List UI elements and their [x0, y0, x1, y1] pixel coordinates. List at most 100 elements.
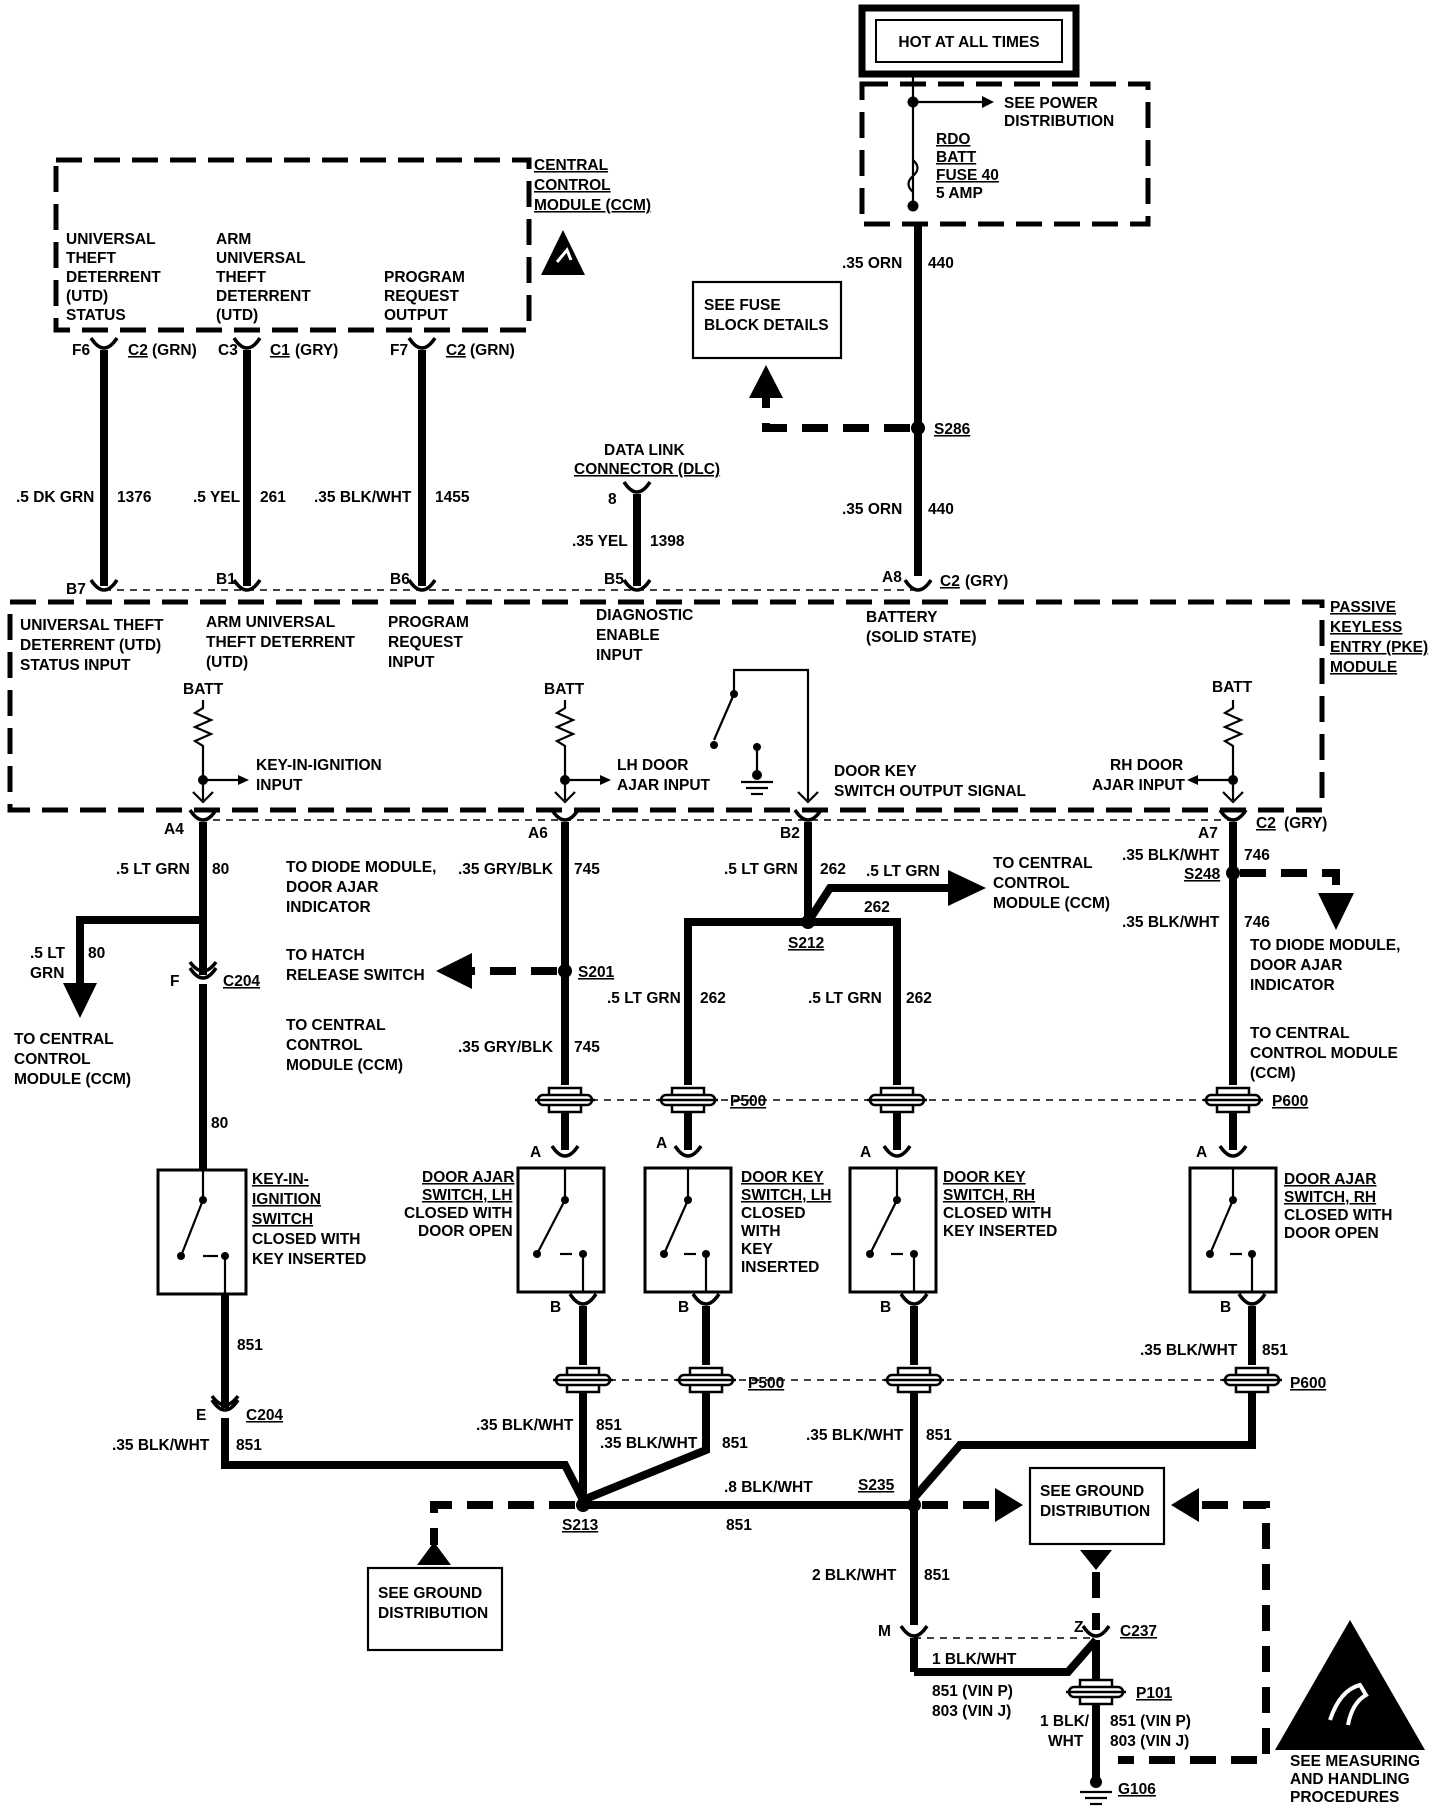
label-lower-rdiode-2: DOOR AJAR: [1250, 957, 1342, 974]
label-lower-w745-label: .35 GRY/BLK: [458, 861, 554, 878]
label-lower-f: F: [170, 973, 179, 990]
label-lower-bw2g-num: 851: [924, 1567, 950, 1584]
label-pke-batt: BATT: [183, 681, 224, 698]
label-lower-bw3-label: .35 BLK/WHT: [600, 1435, 698, 1452]
label-lower-p500: P500: [730, 1093, 766, 1110]
label-ccm-c3-l1: PROGRAM: [384, 269, 465, 286]
label-lower-rccm-2: CONTROL MODULE: [1250, 1045, 1398, 1062]
label-wires-s286: S286: [934, 421, 971, 438]
pke-module-box: [7, 599, 1325, 813]
label-lower-w80-label: .5 LT GRN: [116, 861, 190, 878]
label-lower-w262c-num: 262: [700, 990, 726, 1007]
label-pke-batt: BATT: [544, 681, 585, 698]
label-lower-w262b-label: .5 LT GRN: [866, 863, 940, 880]
label-wires-fuse-block-1: SEE FUSE: [704, 297, 781, 314]
label-pke-title-4: MODULE: [1330, 659, 1397, 676]
label-pke-conn-a8: C2: [940, 573, 960, 590]
label-ccm-conn-f7: C2: [446, 342, 466, 359]
label-pke-pin-a4: A4: [164, 821, 184, 838]
label-pke-batt: BATT: [1212, 679, 1253, 696]
label-pke-in5-l1: BATTERY: [866, 609, 938, 626]
label-lower-w262-label: .5 LT GRN: [724, 861, 798, 878]
label-lower-sw2-4: DOOR OPEN: [418, 1223, 513, 1240]
label-lower-w80-num: 80: [212, 861, 229, 878]
label-lower-sw3-5: KEY: [741, 1241, 774, 1258]
label-pke-pin-a8: A8: [882, 569, 902, 586]
label-power-fuse-3: FUSE 40: [936, 167, 999, 184]
wire-to-fuse-block: [762, 395, 910, 432]
label-lower-sw2-1: DOOR AJAR: [422, 1169, 514, 1186]
label-ccm-c3-l2: REQUEST: [384, 288, 459, 305]
label-pke-pin-b7: B7: [66, 581, 86, 598]
label-lower-to-ccm-3: MODULE (CCM): [14, 1071, 131, 1088]
label-pke-kii-2: INPUT: [256, 777, 303, 794]
label-lower-bw1b-2: WHT: [1048, 1733, 1084, 1750]
label-lower-sw1-4: CLOSED WITH: [252, 1231, 361, 1248]
label-lower-sw2-2: SWITCH, LH: [422, 1187, 512, 1204]
label-lower-pa: A: [1196, 1144, 1207, 1161]
label-pke-in3-l2: REQUEST: [388, 634, 463, 651]
label-lower-w746-label: .35 BLK/WHT: [1122, 847, 1220, 864]
label-pke-rh-2: AJAR INPUT: [1092, 777, 1186, 794]
label-pke-pin-b5: B5: [604, 571, 624, 588]
label-pke-title-3: ENTRY (PKE): [1330, 639, 1428, 656]
label-lower-meas-1: SEE MEASURING: [1290, 1753, 1420, 1770]
label-pke-pin-b1: B1: [216, 571, 236, 588]
label-power-see-power-1: SEE POWER: [1004, 95, 1098, 112]
label-lower-bw5-num: 851: [926, 1427, 952, 1444]
label-ccm-pin-f6: F6: [72, 342, 90, 359]
splice-s201: [558, 964, 572, 978]
label-pke-pin-a7: A7: [1198, 825, 1218, 842]
ground-distribution-box-left: [366, 1566, 504, 1652]
door-ajar-switch-lh: [516, 1166, 606, 1294]
label-power-fuse-1: RDO: [936, 131, 970, 148]
label-lower-w746-num: 746: [1244, 847, 1270, 864]
label-lower-w80b-num: 80: [88, 945, 105, 962]
label-lower-w851: 851: [237, 1337, 263, 1354]
label-lower-pa: A: [656, 1135, 667, 1152]
label-pke-in4-l3: INPUT: [596, 647, 643, 664]
label-lower-w746b-num: 746: [1244, 914, 1270, 931]
label-lower-w745b-label: .35 GRY/BLK: [458, 1039, 554, 1056]
door-key-switch-lh: [643, 1166, 733, 1294]
pke-internal-switch: [712, 693, 736, 741]
label-lower-to-ccm-1: TO CENTRAL: [14, 1031, 114, 1048]
label-lower-w262d-label: .5 LT GRN: [808, 990, 882, 1007]
label-pke-dk-2: SWITCH OUTPUT SIGNAL: [834, 783, 1026, 800]
label-lower-sw3-1: DOOR KEY: [741, 1169, 824, 1186]
label-pke-rh-1: RH DOOR: [1110, 757, 1183, 774]
ccm-box: [53, 157, 532, 333]
label-lower-sw3-4: WITH: [741, 1223, 781, 1240]
label-lower-sw5-4: DOOR OPEN: [1284, 1225, 1379, 1242]
label-lower-sw5-3: CLOSED WITH: [1284, 1207, 1393, 1224]
label-lower-c204: C204: [223, 973, 260, 990]
label-lower-pa: A: [530, 1144, 541, 1161]
label-pke-kii-1: KEY-IN-IGNITION: [256, 757, 382, 774]
label-lower-z: Z: [1074, 1619, 1084, 1636]
label-lower-g106: G106: [1118, 1781, 1156, 1798]
label-lower-bw2g-label: 2 BLK/WHT: [812, 1567, 897, 1584]
label-lower-sw1-1: KEY-IN-: [252, 1171, 309, 1188]
label-dlc-t1: DATA LINK: [604, 442, 685, 459]
label-wires-w261-label: .5 YEL: [193, 489, 240, 506]
label-dlc-t2: CONNECTOR (DLC): [574, 461, 720, 478]
label-pke-lh-2: AJAR INPUT: [617, 777, 711, 794]
label-lower-s212: S212: [788, 935, 824, 952]
label-pke-lh-1: LH DOOR: [617, 757, 688, 774]
label-ccm-conn-c3: C1: [270, 342, 290, 359]
label-ccm-c3-l3: OUTPUT: [384, 307, 448, 324]
label-lower-s201: S201: [578, 964, 615, 981]
label-lower-mid-ccm-2: CONTROL: [286, 1037, 363, 1054]
label-ccm-c2-l3: THEFT: [216, 269, 266, 286]
label-ccm-conn-f6: C2: [128, 342, 148, 359]
label-wires-w1376-label: .5 DK GRN: [16, 489, 94, 506]
label-ccm-c2-l4: DETERRENT: [216, 288, 311, 305]
label-lower-w262-num2: 262: [864, 899, 890, 916]
label-lower-ccm2-2: CONTROL: [993, 875, 1070, 892]
label-lower-ccm2-3: MODULE (CCM): [993, 895, 1110, 912]
label-lower-sw2-3: CLOSED WITH: [404, 1205, 513, 1222]
label-lower-sw3-3: CLOSED: [741, 1205, 806, 1222]
label-hot-box: HOT AT ALL TIMES: [898, 34, 1039, 51]
label-lower-s248: S248: [1184, 866, 1221, 883]
